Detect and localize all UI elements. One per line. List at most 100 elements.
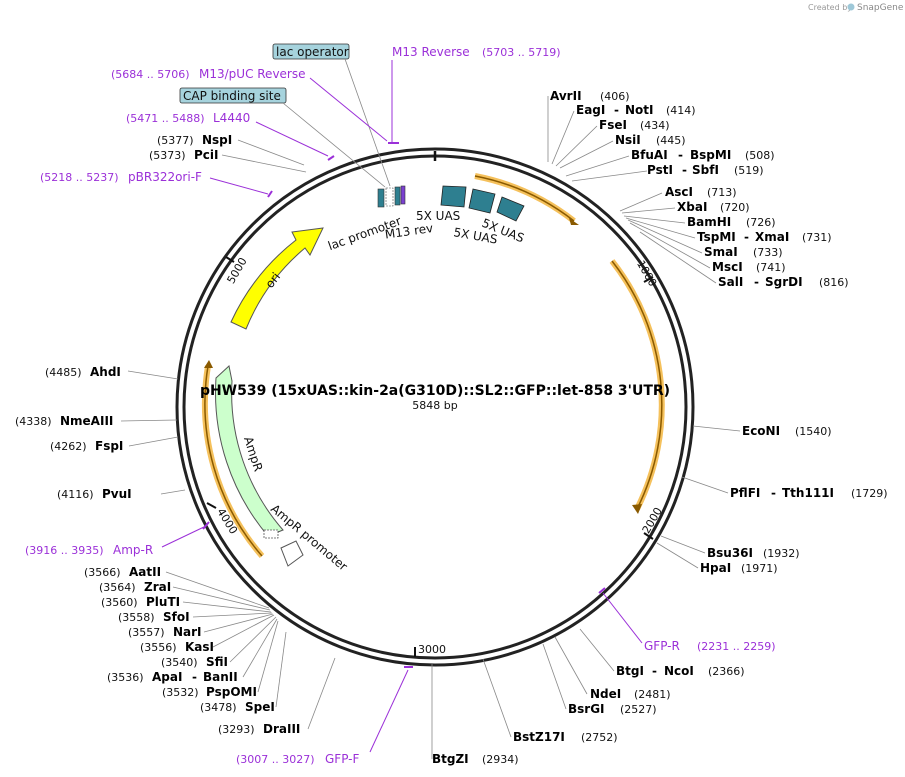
enzyme-psti-sbfi[interactable]: PstI - SbfI (519) xyxy=(647,163,764,177)
primer-gfpr[interactable]: GFP-R (2231 .. 2259) xyxy=(598,587,776,653)
svg-text:NspI: NspI xyxy=(202,133,232,147)
svg-text:-: - xyxy=(682,163,687,177)
svg-text:DraIII: DraIII xyxy=(263,722,300,736)
uas-feature-3[interactable] xyxy=(496,196,525,222)
enzyme-apai-banii[interactable]: (3536) ApaI - BanII xyxy=(107,670,238,684)
enzyme-pflfi-tth111i[interactable]: PflFI - Tth111I (1729) xyxy=(730,486,888,500)
primer-gfpf[interactable]: (3007 .. 3027) GFP-F xyxy=(236,666,413,766)
svg-text:NarI: NarI xyxy=(173,625,202,639)
enzyme-kasi[interactable]: (3556) KasI xyxy=(140,640,214,654)
backbone-outer-strand xyxy=(175,147,695,667)
enzyme-asci[interactable]: AscI (713) xyxy=(665,185,737,199)
enzyme-ndei[interactable]: NdeI (2481) xyxy=(590,687,671,701)
enzyme-fspi[interactable]: (4262) FspI xyxy=(50,439,123,453)
svg-text:(816): (816) xyxy=(819,276,849,289)
m13-rev-feature[interactable] xyxy=(400,185,406,205)
enzyme-pspomi[interactable]: (3532) PspOMI xyxy=(162,685,257,699)
enzyme-bfuai-bspmi[interactable]: BfuAI - BspMI (508) xyxy=(631,148,775,162)
uas-feature-1[interactable] xyxy=(440,185,467,208)
enzyme-nari[interactable]: (3557) NarI xyxy=(128,625,202,639)
lac-promoter-feature[interactable] xyxy=(377,188,385,208)
cap-binding-box[interactable] xyxy=(179,87,287,104)
enzyme-smai[interactable]: SmaI (733) xyxy=(704,245,783,259)
svg-text:PluTI: PluTI xyxy=(146,595,180,609)
enzyme-eagi-noti[interactable]: EagI - NotI (414) xyxy=(576,103,696,117)
svg-text:AhdI: AhdI xyxy=(90,365,121,379)
enzyme-bstz17i[interactable]: BstZ17I (2752) xyxy=(513,730,618,744)
enzyme-ahdi[interactable]: (4485) AhdI xyxy=(45,365,121,379)
lac-operator-box-label: lac operator xyxy=(276,45,349,59)
svg-text:PstI: PstI xyxy=(647,163,673,177)
svg-text:SfoI: SfoI xyxy=(163,610,190,624)
enzyme-msci[interactable]: MscI (741) xyxy=(712,260,786,274)
primer-m13reverse-range: (5703 .. 5719) xyxy=(482,46,561,59)
ampr-feature[interactable] xyxy=(215,365,284,537)
enzyme-fsei[interactable]: FseI (434) xyxy=(599,118,670,132)
svg-text:(1932): (1932) xyxy=(763,547,800,560)
ori-feature[interactable] xyxy=(230,227,324,330)
svg-text:BfuAI: BfuAI xyxy=(631,148,668,162)
primer-ampr[interactable]: (3916 .. 3935) Amp-R xyxy=(25,521,210,557)
primer-m13puc[interactable]: (5684 .. 5706) M13/pUC Reverse xyxy=(111,67,388,142)
svg-text:(519): (519) xyxy=(734,164,764,177)
uas-label-1: 5X UAS xyxy=(416,209,460,223)
svg-text:BamHI: BamHI xyxy=(687,215,731,229)
enzyme-avrii[interactable]: AvrII (406) xyxy=(550,89,630,103)
ampr-promoter-arrow[interactable] xyxy=(280,540,304,567)
orf-arc-3 xyxy=(204,365,263,557)
enzyme-spei[interactable]: (3478) SpeI xyxy=(200,700,275,714)
tick-5000: 5000 xyxy=(225,255,250,286)
enzyme-hpai[interactable]: HpaI (1971) xyxy=(700,561,778,575)
svg-text:-: - xyxy=(614,103,619,117)
enzyme-pluti[interactable]: (3560) PluTI xyxy=(101,595,180,609)
m13-rev-label: M13 rev xyxy=(384,221,434,242)
svg-text:(3564): (3564) xyxy=(99,581,136,594)
enzyme-xbai[interactable]: XbaI (720) xyxy=(677,200,750,214)
svg-text:SfiI: SfiI xyxy=(206,655,228,669)
svg-text:EcoNI: EcoNI xyxy=(742,424,780,438)
primer-l4440[interactable]: (5471 .. 5488) L4440 xyxy=(126,111,335,161)
cap-binding-feature[interactable] xyxy=(385,187,394,207)
svg-text:(3556): (3556) xyxy=(140,641,177,654)
enzyme-pcii[interactable]: (5373) PciI xyxy=(149,148,219,162)
svg-text:-: - xyxy=(771,486,776,500)
enzyme-sali-sgrdi[interactable]: SalI - SgrDI (816) xyxy=(718,275,849,289)
enzyme-sfoi[interactable]: (3558) SfoI xyxy=(118,610,190,624)
enzyme-btgi-ncoi[interactable]: BtgI - NcoI (2366) xyxy=(616,664,745,678)
svg-text:BtgZI: BtgZI xyxy=(432,752,469,766)
svg-text:SmaI: SmaI xyxy=(704,245,738,259)
enzyme-draiii[interactable]: (3293) DraIII xyxy=(218,722,300,736)
enzyme-nsii[interactable]: NsiI (445) xyxy=(615,133,686,147)
svg-text:PflFI: PflFI xyxy=(730,486,760,500)
primer-m13reverse-name: M13 Reverse xyxy=(392,45,470,59)
plasmid-title: pHW539 (15xUAS::kin-2a(G310D)::SL2::GFP:… xyxy=(200,383,670,399)
enzyme-sfii[interactable]: (3540) SfiI xyxy=(161,655,228,669)
primer-m13reverse[interactable]: M13 Reverse (5703 .. 5719) xyxy=(388,45,561,144)
enzyme-btgzi[interactable]: BtgZI (2934) xyxy=(432,752,519,766)
scale-ticks: 1000 2000 3000 4000 5000 xyxy=(206,255,665,657)
enzyme-pvui[interactable]: (4116) PvuI xyxy=(57,487,132,501)
primer-pbr322ori[interactable]: (5218 .. 5237) pBR322ori-F xyxy=(40,170,273,198)
primer-gfpr-name: GFP-R xyxy=(644,639,680,653)
lac-operator-box[interactable] xyxy=(272,43,350,60)
enzyme-bsrgi[interactable]: BsrGI (2527) xyxy=(568,702,657,716)
uas-feature-2[interactable] xyxy=(468,188,496,214)
svg-text:MscI: MscI xyxy=(712,260,743,274)
svg-text:SalI: SalI xyxy=(718,275,743,289)
enzyme-nmeaiii[interactable]: (4338) NmeAIII xyxy=(15,414,113,428)
svg-text:(3540): (3540) xyxy=(161,656,198,669)
lac-operator-feature[interactable] xyxy=(394,186,401,206)
svg-text:NcoI: NcoI xyxy=(664,664,694,678)
enzyme-zrai[interactable]: (3564) ZraI xyxy=(99,580,171,594)
enzyme-aatii[interactable]: (3566) AatII xyxy=(84,565,161,579)
svg-text:BsrGI: BsrGI xyxy=(568,702,605,716)
enzyme-nspi[interactable]: (5377) NspI xyxy=(157,133,232,147)
enzyme-bsu36i[interactable]: Bsu36I (1932) xyxy=(707,546,800,560)
svg-text:(1971): (1971) xyxy=(741,562,778,575)
enzyme-bamhi[interactable]: BamHI (726) xyxy=(687,215,776,229)
svg-text:(2934): (2934) xyxy=(482,753,519,766)
enzyme-tspmi-xmai[interactable]: TspMI - XmaI (731) xyxy=(697,230,832,244)
enzyme-econi[interactable]: EcoNI (1540) xyxy=(742,424,832,438)
primer-gfpf-name: GFP-F xyxy=(325,752,360,766)
ampr-promoter-box xyxy=(263,529,279,539)
